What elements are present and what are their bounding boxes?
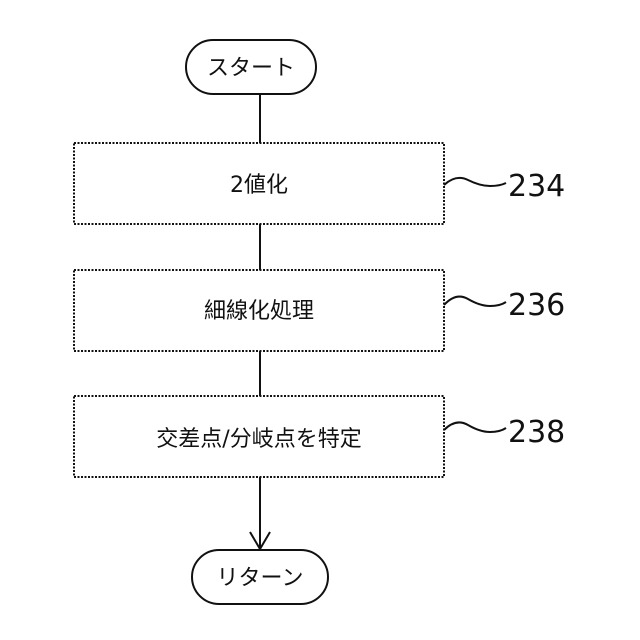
ref-number-238: 238 [508,415,565,450]
process-step-thinning: 細線化処理 [74,270,444,351]
process-step-identify-points: 交差点/分岐点を特定 [74,396,444,477]
ref-number-236: 236 [508,288,565,323]
end-terminal-label: リターン [217,566,304,591]
process-step-binarize: 2値化 [74,143,444,224]
end-terminal: リターン [192,550,328,604]
ref-leader-234 [444,178,506,186]
start-terminal: スタート [186,40,316,94]
process-label-binarize: 2値化 [230,173,288,198]
process-label-identify-points: 交差点/分岐点を特定 [156,427,361,452]
ref-leader-238 [444,422,506,432]
ref-leader-236 [444,297,506,306]
start-terminal-label: スタート [207,56,295,81]
process-label-thinning: 細線化処理 [204,299,314,324]
ref-number-234: 234 [508,169,565,204]
